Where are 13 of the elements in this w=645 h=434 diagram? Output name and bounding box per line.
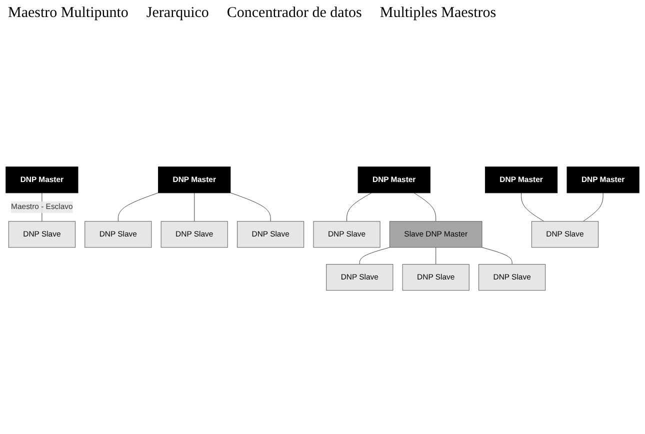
connector [414, 193, 436, 222]
connector [482, 248, 512, 265]
connector [230, 192, 271, 222]
diagram-label: Jerarquico [146, 4, 209, 22]
connector [346, 193, 372, 222]
connector [194, 193, 195, 222]
connector [582, 193, 604, 222]
connector [521, 193, 544, 222]
diagram-label: Concentrador de datos [226, 4, 362, 22]
diagram-label: Maestro Multipunto [8, 4, 128, 22]
connector [118, 192, 159, 222]
diagram-label: Multiples Maestros [380, 4, 496, 22]
connector [359, 248, 390, 265]
